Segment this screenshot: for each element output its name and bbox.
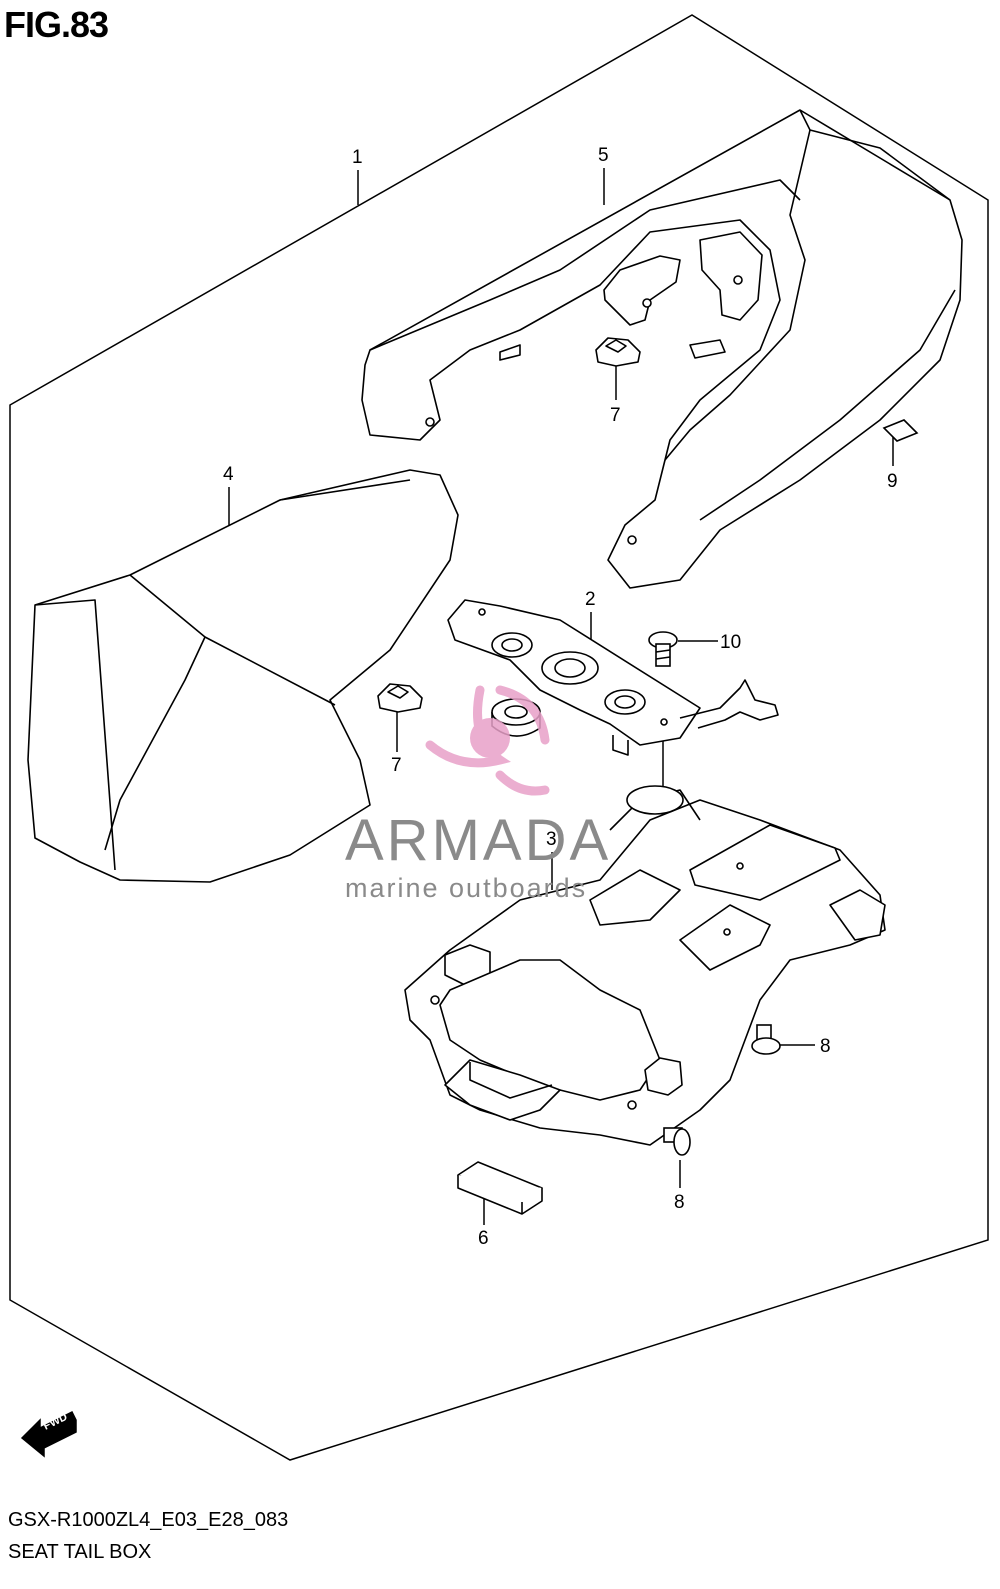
armada-logo [425, 685, 550, 796]
screw-10 [648, 631, 678, 667]
figure-title: FIG.83 [4, 4, 109, 45]
callout-3: 3 [546, 829, 557, 850]
clip-nut-a [595, 337, 641, 367]
callout-4: 4 [223, 464, 234, 485]
model-code: GSX-R1000ZL4_E03_E28_083 [8, 1509, 289, 1531]
callout-10: 10 [720, 632, 741, 653]
callout-7-b: 7 [391, 755, 402, 776]
bolt-8b [663, 1127, 691, 1156]
tail-cowl [361, 109, 963, 589]
clip-nut-b [377, 683, 423, 713]
bolt-8a [751, 1024, 781, 1055]
callout-2: 2 [585, 589, 596, 610]
assembly-boundary [9, 14, 989, 1461]
foam-pad-6 [457, 1161, 543, 1215]
fwd-arrow-icon: FWD [20, 1411, 77, 1458]
watermark-name: ARMADA [345, 808, 611, 873]
callout-6: 6 [478, 1228, 489, 1249]
callout-5: 5 [598, 145, 609, 166]
callout-8-a: 8 [820, 1036, 831, 1057]
seat-pad [27, 469, 459, 883]
callout-9: 9 [887, 471, 898, 492]
tail-box-frame [404, 785, 886, 1146]
callout-7-a: 7 [610, 405, 621, 426]
cushion-pad-9 [882, 419, 919, 442]
watermark-tagline: marine outboards [345, 873, 587, 903]
section-name: SEAT TAIL BOX [8, 1541, 152, 1563]
seat-lock-plate [447, 599, 779, 756]
callout-8-b: 8 [674, 1192, 685, 1213]
callout-1: 1 [352, 147, 363, 168]
